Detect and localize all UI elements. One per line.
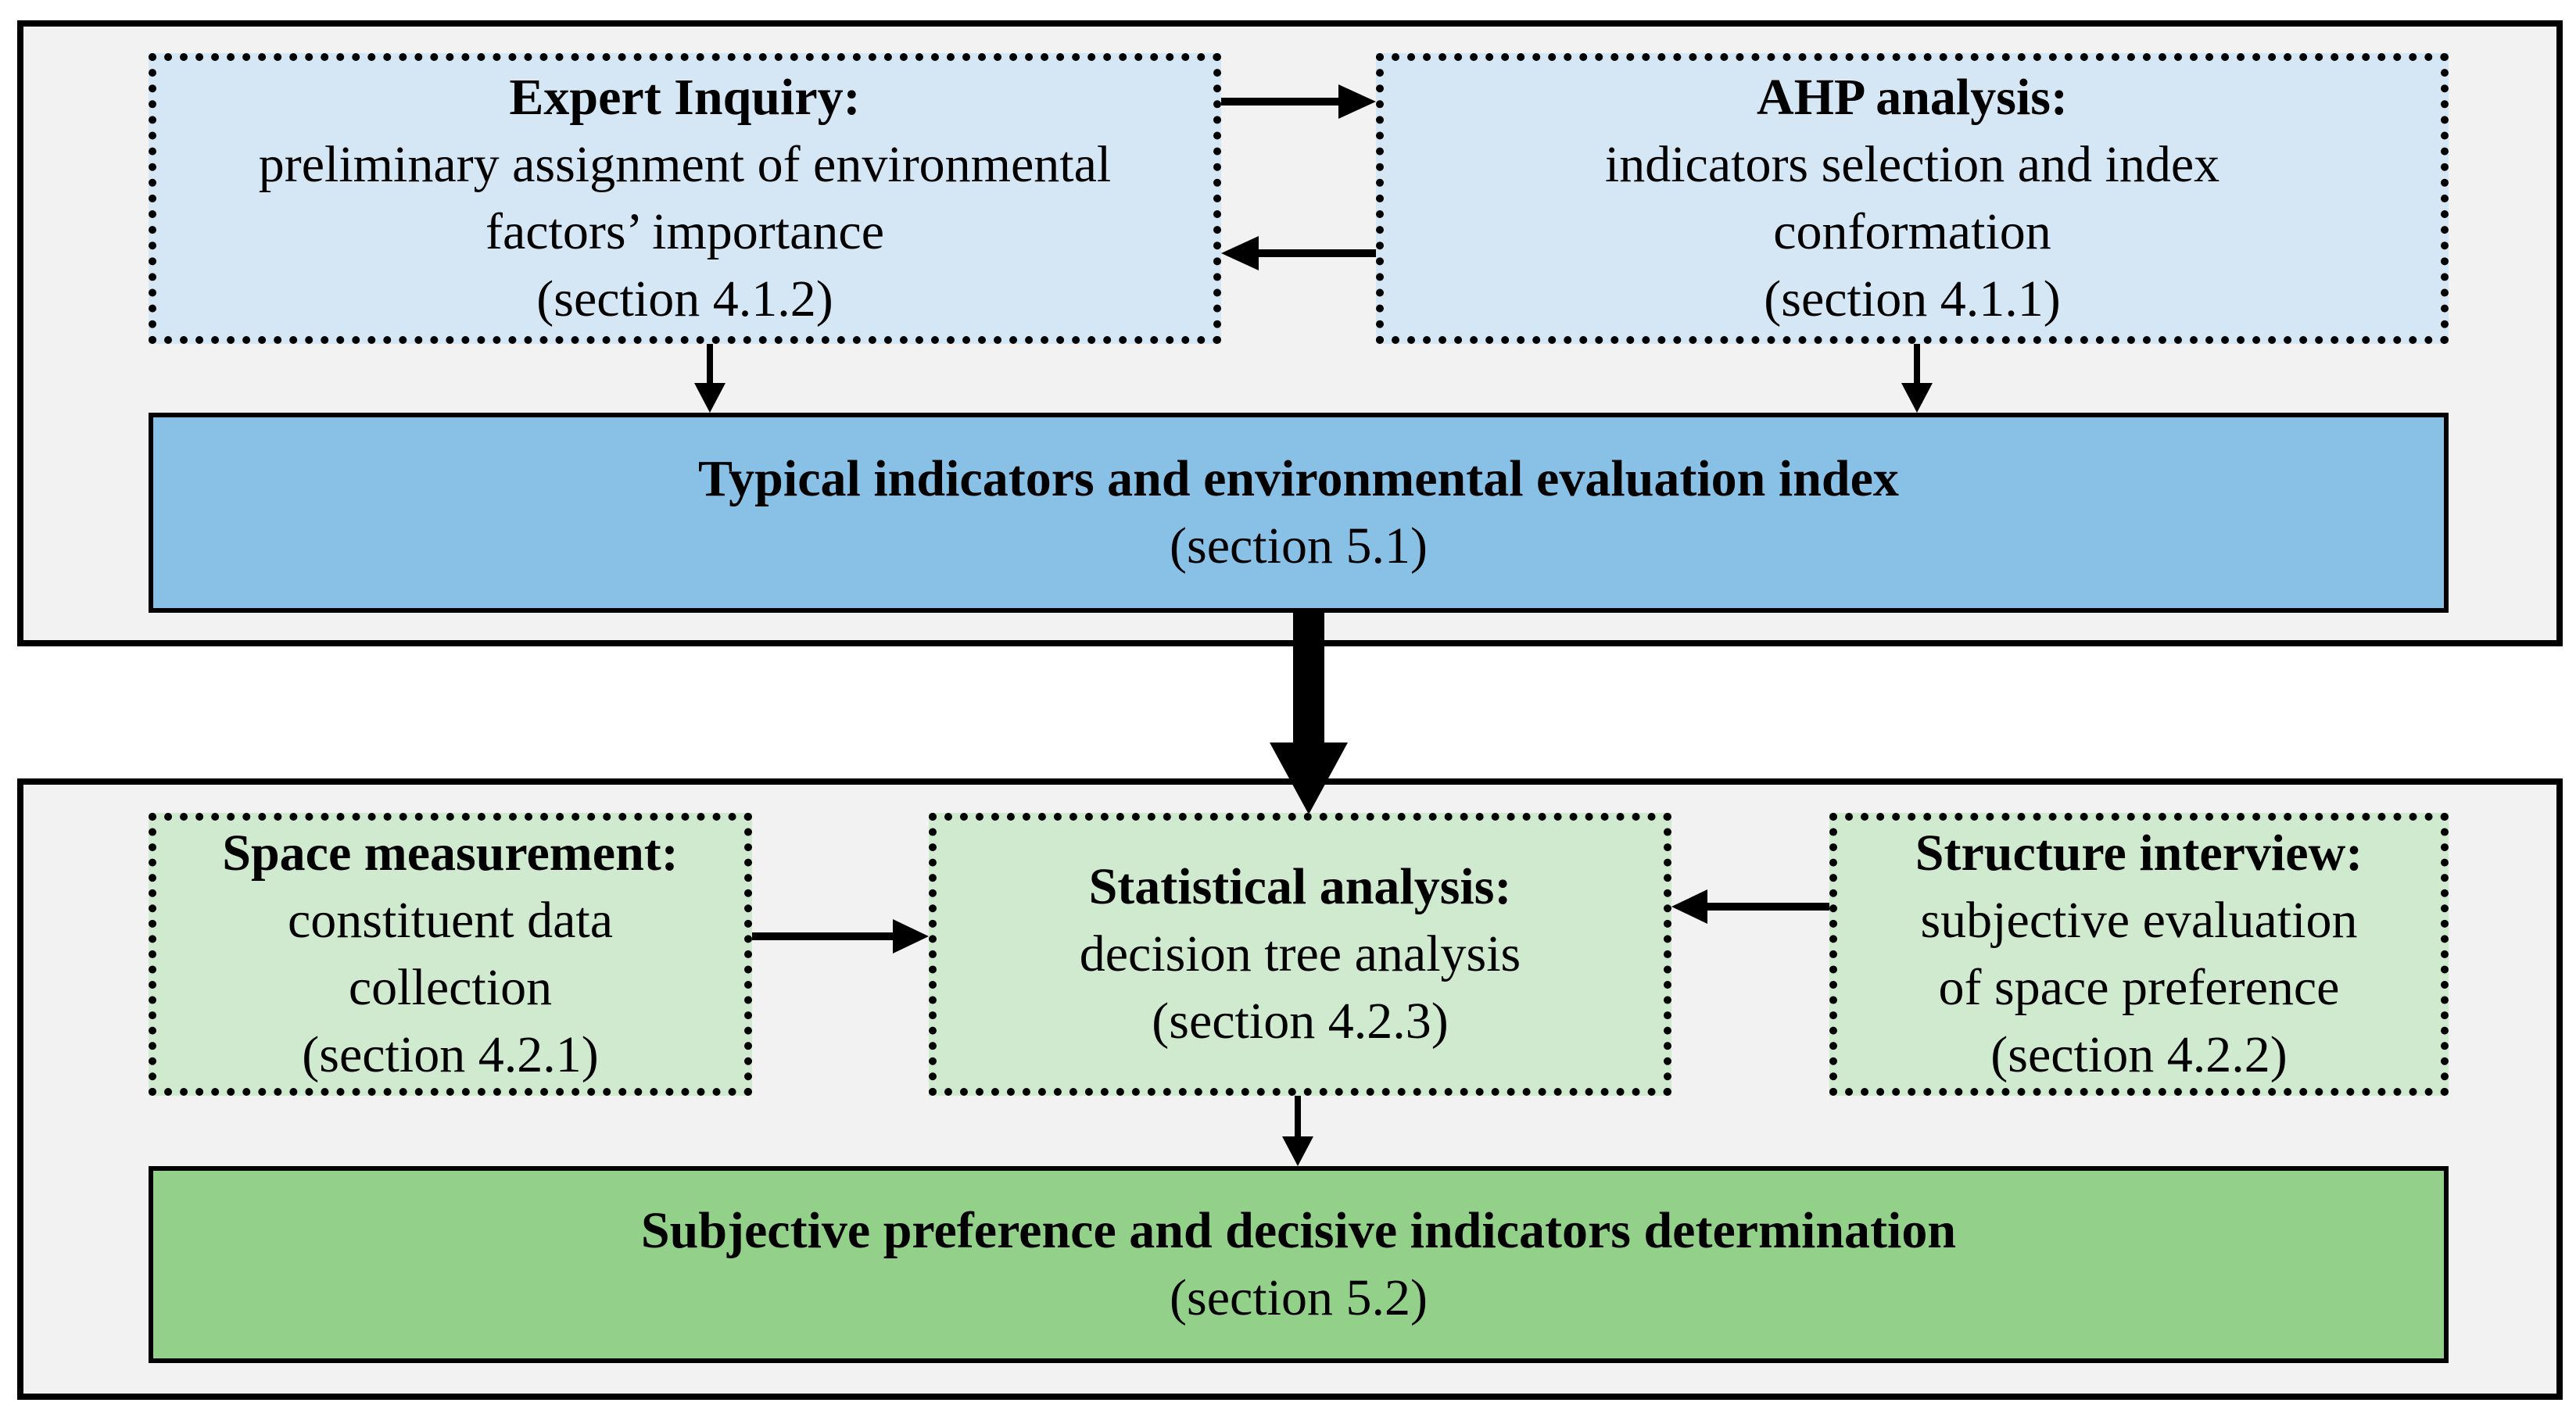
expert-inquiry-box: Expert Inquiry: preliminary assignment o… <box>149 53 1221 344</box>
expert-inquiry-line2: factors’ importance <box>485 203 885 260</box>
typical-indicators-box: Typical indicators and environmental eva… <box>149 413 2449 613</box>
space-measurement-title: Space measurement: <box>222 825 679 882</box>
space-measurement-section: (section 4.2.1) <box>302 1026 599 1083</box>
structure-interview-title: Structure interview: <box>1915 825 2363 882</box>
structure-interview-line2: of space preference <box>1938 959 2340 1016</box>
expert-inquiry-title: Expert Inquiry: <box>509 69 861 126</box>
space-measurement-line2: collection <box>348 959 553 1016</box>
space-measurement-line1: constituent data <box>287 892 614 949</box>
ahp-analysis-line2: conformation <box>1773 203 2051 260</box>
typical-indicators-title: Typical indicators and environmental eva… <box>698 450 1899 507</box>
subjective-preference-title: Subjective preference and decisive indic… <box>640 1202 1957 1259</box>
expert-inquiry-line1: preliminary assignment of environmental <box>258 136 1112 193</box>
structure-interview-section: (section 4.2.2) <box>1990 1026 2288 1083</box>
structure-interview-line1: subjective evaluation <box>1920 892 2358 949</box>
ahp-analysis-title: AHP analysis: <box>1757 69 2068 126</box>
statistical-analysis-title: Statistical analysis: <box>1088 858 1512 915</box>
subjective-preference-section: (section 5.2) <box>1170 1269 1428 1326</box>
statistical-analysis-line1: decision tree analysis <box>1079 925 1521 982</box>
space-measurement-box: Space measurement: constituent data coll… <box>149 813 752 1096</box>
statistical-analysis-section: (section 4.2.3) <box>1152 993 1449 1050</box>
expert-inquiry-section: (section 4.1.2) <box>536 270 833 327</box>
subjective-preference-box: Subjective preference and decisive indic… <box>149 1166 2449 1363</box>
statistical-analysis-box: Statistical analysis: decision tree anal… <box>929 813 1671 1096</box>
ahp-analysis-box: AHP analysis: indicators selection and i… <box>1376 53 2449 344</box>
typical-indicators-section: (section 5.1) <box>1170 517 1428 574</box>
ahp-analysis-line1: indicators selection and index <box>1604 136 2220 193</box>
ahp-analysis-section: (section 4.1.1) <box>1764 270 2061 327</box>
structure-interview-box: Structure interview: subjective evaluati… <box>1829 813 2449 1096</box>
